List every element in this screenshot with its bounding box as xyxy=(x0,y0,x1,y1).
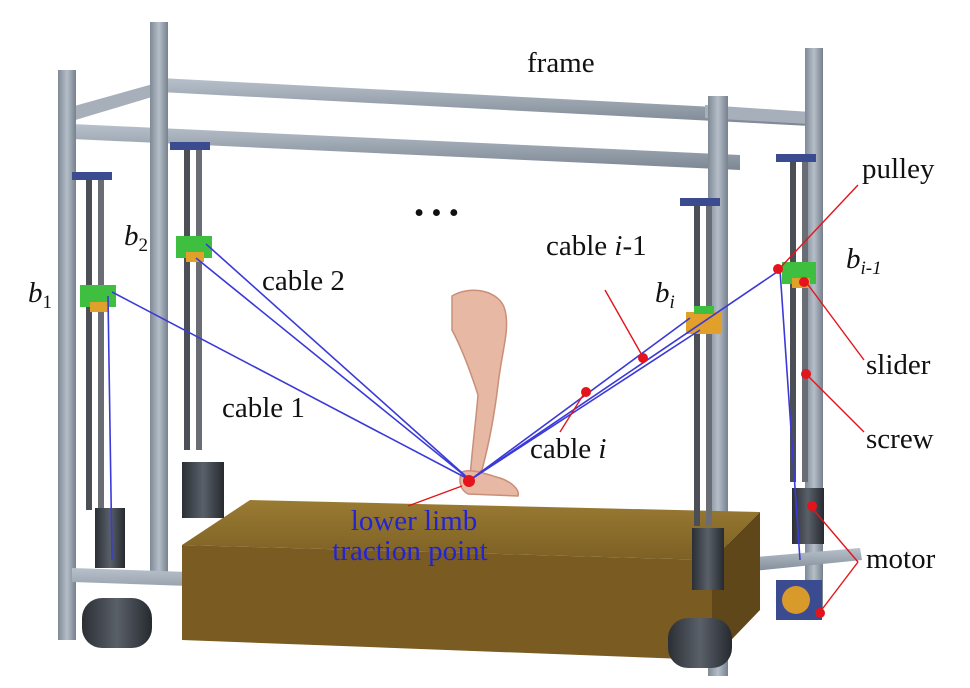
thigh-and-shin xyxy=(451,289,508,480)
label-bi: bi xyxy=(655,277,675,313)
screw xyxy=(86,180,92,510)
cable-2 xyxy=(195,257,471,481)
marker-dot xyxy=(815,608,825,618)
lower-limb xyxy=(451,289,520,497)
slider xyxy=(90,302,108,312)
screw xyxy=(98,180,104,510)
frame-top-rail-left xyxy=(60,82,162,124)
label-b1-base: b xyxy=(28,277,43,309)
motor xyxy=(82,598,152,648)
slider xyxy=(186,252,204,262)
label-cable-2: cable 2 xyxy=(262,265,345,297)
frame-top-rail-right xyxy=(705,105,810,124)
label-cable-i-minus-1: cable i-1 xyxy=(546,230,647,262)
label-traction-line1: lower limb xyxy=(351,505,477,537)
frame-post-back-left xyxy=(150,22,168,582)
frame-top-rail-back xyxy=(160,78,810,126)
motor xyxy=(182,462,224,518)
frame-top-rail-front xyxy=(72,124,740,170)
label-cable-i-var: i xyxy=(598,433,606,465)
label-cable-1: cable 1 xyxy=(222,392,305,424)
cable-2 xyxy=(205,243,471,481)
label-cable-i-minus-1-prefix: cable xyxy=(546,230,614,262)
marker-dot xyxy=(801,369,811,379)
column-cap xyxy=(72,172,112,180)
label-bi-minus-1-base: b xyxy=(846,243,861,275)
screw xyxy=(790,162,796,482)
label-b2-sub: 2 xyxy=(139,235,149,256)
screw xyxy=(184,150,190,450)
column-cap xyxy=(680,198,720,206)
label-bi-minus-1: bi-1 xyxy=(846,243,882,279)
label-cable-i-minus-1-var: i xyxy=(614,230,622,262)
label-frame: frame xyxy=(527,47,595,79)
frame-post-back-right xyxy=(805,48,823,608)
cable-1 xyxy=(111,291,471,481)
marker-dot xyxy=(799,277,809,287)
frame-post-front-left xyxy=(58,70,76,640)
label-traction-line2: traction point xyxy=(332,535,487,567)
platform-front xyxy=(182,545,712,660)
screw xyxy=(802,162,808,482)
leader-cable-i-minus-1 xyxy=(604,289,644,358)
label-bi-minus-1-sub: i-1 xyxy=(861,258,882,279)
label-b1-sub: 1 xyxy=(43,292,53,313)
slider xyxy=(80,285,116,307)
platform-top xyxy=(182,500,760,560)
label-cable-i: cable i xyxy=(530,433,606,465)
screw xyxy=(694,206,700,526)
leader-motor-lower xyxy=(819,561,859,613)
marker-dot xyxy=(638,353,648,363)
column-cap xyxy=(776,154,816,162)
cable-i-minus-1 xyxy=(779,269,801,561)
marker-dot xyxy=(581,387,591,397)
label-cable-i-prefix: cable xyxy=(530,433,598,465)
label-cable-i-minus-1-suffix: -1 xyxy=(622,230,646,262)
motor xyxy=(692,528,724,590)
column-cap xyxy=(170,142,210,150)
screw xyxy=(196,150,202,450)
leader-screw xyxy=(805,373,865,433)
label-b2-base: b xyxy=(124,220,139,252)
cable-i-minus-1 xyxy=(469,269,781,481)
label-slider: slider xyxy=(866,349,931,381)
leader-traction-point xyxy=(407,485,463,507)
motor xyxy=(668,618,732,668)
leader-motor-upper xyxy=(811,507,859,563)
marker-dot xyxy=(773,264,783,274)
slider xyxy=(694,306,714,314)
leader-slider xyxy=(805,281,865,361)
label-pulley: pulley xyxy=(862,153,935,185)
motor xyxy=(782,586,810,614)
markers xyxy=(463,264,825,618)
leader-pulley xyxy=(779,184,859,269)
label-ellipsis: • • • xyxy=(414,197,459,229)
screw-columns xyxy=(72,142,824,668)
label-bi-sub: i xyxy=(670,292,675,313)
screw xyxy=(706,206,712,526)
marker-dot xyxy=(807,501,817,511)
cable-1 xyxy=(107,295,113,561)
motor xyxy=(95,508,125,568)
leader-cable-i xyxy=(559,391,586,433)
label-bi-base: b xyxy=(655,277,670,309)
label-b2: b2 xyxy=(124,220,148,256)
annotation-leaders xyxy=(407,184,865,613)
label-screw: screw xyxy=(866,423,934,455)
traction-point-marker xyxy=(463,475,475,487)
cable-i xyxy=(469,329,701,481)
label-b1: b1 xyxy=(28,277,52,313)
label-motor: motor xyxy=(866,543,936,575)
